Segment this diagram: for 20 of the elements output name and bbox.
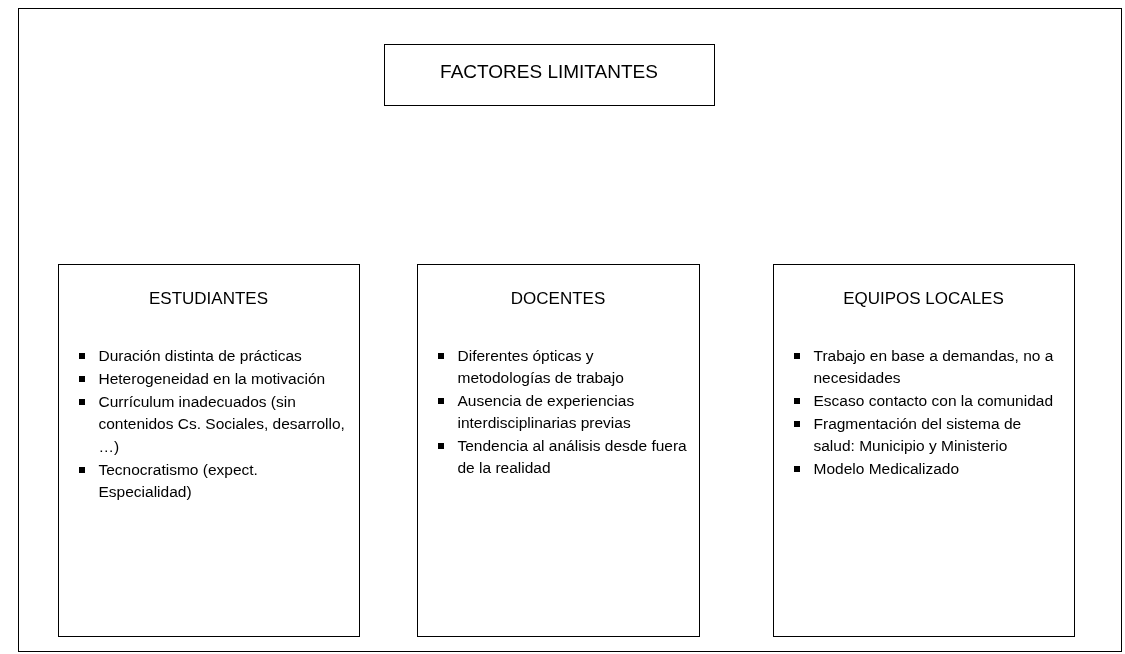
heading: EQUIPOS LOCALES <box>842 288 1005 309</box>
bullet-text: Escaso contacto con la comunidad <box>813 390 1055 411</box>
category-box <box>416 263 700 637</box>
category-box <box>57 263 360 637</box>
bullet-text: Currículum inadecuados (sin contenidos Cs. Sociales, desarrollo, …) <box>98 391 346 457</box>
bullet-text: Diferentes ópticas y metodologías de trabajo <box>457 345 625 388</box>
bullet-text: Duración distinta de prácticas <box>98 345 303 366</box>
bullet-text: Modelo Medicalizado <box>813 458 961 479</box>
bullet-text: Heterogeneidad en la motivación <box>98 368 327 389</box>
bullet-text: Trabajo en base a demandas, no a necesidades <box>813 345 1055 388</box>
category-box <box>772 263 1075 637</box>
frame-box <box>18 8 1122 652</box>
bullet-text: Tecnocratismo (expect. Especialidad) <box>98 459 259 502</box>
bullet-text: Ausencia de experiencias interdisciplinarias previas <box>457 390 636 433</box>
category-box <box>383 43 715 106</box>
bullet-text: Fragmentación del sistema de salud: Municipio y Ministerio <box>813 413 1023 456</box>
bullet-text: Tendencia al análisis desde fuera de la realidad <box>457 435 688 478</box>
heading: DOCENTES <box>509 288 607 309</box>
heading: ESTUDIANTES <box>148 288 269 309</box>
heading: FACTORES LIMITANTES <box>439 60 659 83</box>
